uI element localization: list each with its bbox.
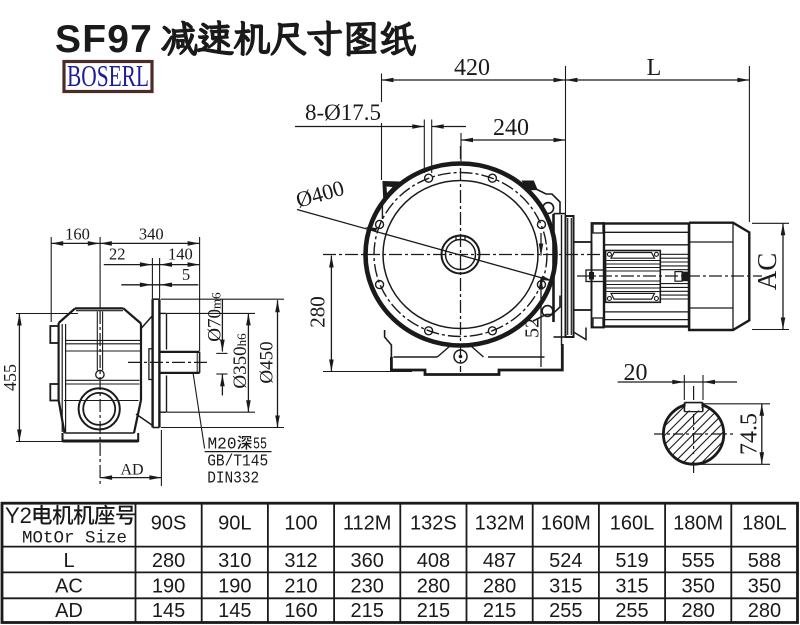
svg-text:8-Ø17.5: 8-Ø17.5 [305, 100, 381, 125]
svg-text:100: 100 [284, 513, 317, 535]
svg-text:280: 280 [152, 550, 185, 572]
svg-text:350: 350 [682, 576, 715, 598]
svg-text:DIN332: DIN332 [207, 469, 259, 488]
svg-text:215: 215 [351, 600, 384, 622]
svg-text:AC: AC [752, 253, 782, 291]
svg-text:MOtOr Size: MOtOr Size [22, 529, 127, 549]
svg-text:L: L [647, 55, 662, 81]
svg-text:55: 55 [253, 435, 267, 454]
svg-text:455: 455 [0, 364, 20, 391]
svg-text:215: 215 [417, 600, 450, 622]
svg-text:588: 588 [748, 550, 781, 572]
svg-text:180L: 180L [742, 513, 787, 535]
svg-text:280: 280 [748, 600, 781, 622]
svg-text:210: 210 [284, 576, 317, 598]
svg-text:180M: 180M [673, 513, 723, 535]
svg-text:112M: 112M [343, 513, 392, 535]
svg-text:420: 420 [454, 55, 490, 81]
svg-text:310: 310 [218, 550, 251, 572]
svg-text:Ø350h6: Ø350h6 [230, 333, 251, 389]
svg-text:315: 315 [615, 576, 648, 598]
svg-text:215: 215 [483, 600, 516, 622]
svg-text:280: 280 [417, 576, 450, 598]
svg-text:AD: AD [55, 600, 83, 622]
svg-text:145: 145 [218, 600, 251, 622]
svg-text:74.5: 74.5 [737, 413, 763, 455]
svg-text:BOSERL: BOSERL [67, 58, 149, 93]
svg-text:524: 524 [549, 550, 582, 572]
svg-text:L: L [63, 550, 74, 572]
svg-text:Ø400: Ø400 [293, 175, 347, 213]
svg-text:160L: 160L [610, 513, 655, 535]
svg-text:SF97: SF97 [55, 18, 153, 61]
svg-text:280: 280 [682, 600, 715, 622]
svg-text:Ø70m6: Ø70m6 [205, 292, 226, 342]
svg-text:340: 340 [139, 224, 164, 243]
svg-text:255: 255 [549, 600, 582, 622]
svg-text:555: 555 [682, 550, 715, 572]
svg-text:312: 312 [284, 550, 317, 572]
svg-text:240: 240 [493, 115, 529, 141]
svg-text:230: 230 [351, 576, 384, 598]
svg-text:145: 145 [152, 600, 185, 622]
svg-text:280: 280 [483, 576, 516, 598]
svg-text:22: 22 [109, 244, 126, 263]
svg-text:90S: 90S [151, 513, 187, 535]
svg-text:132S: 132S [410, 513, 457, 535]
svg-text:AD: AD [120, 462, 143, 479]
svg-text:487: 487 [483, 550, 516, 572]
svg-text:160: 160 [284, 600, 317, 622]
svg-text:52: 52 [522, 318, 544, 338]
svg-text:280: 280 [306, 296, 330, 328]
svg-text:GB/T145: GB/T145 [207, 452, 268, 471]
svg-text:Y2: Y2 [5, 503, 32, 528]
svg-text:315: 315 [549, 576, 582, 598]
svg-text:408: 408 [417, 550, 450, 572]
svg-text:160: 160 [65, 224, 90, 243]
svg-text:350: 350 [748, 576, 781, 598]
svg-text:360: 360 [351, 550, 384, 572]
svg-text:190: 190 [152, 576, 185, 598]
svg-text:160M: 160M [541, 513, 591, 535]
svg-text:Ø450: Ø450 [257, 341, 278, 383]
svg-text:90L: 90L [218, 513, 251, 535]
svg-text:255: 255 [615, 600, 648, 622]
svg-text:140: 140 [168, 244, 193, 263]
svg-text:M20: M20 [208, 435, 237, 454]
svg-text:5: 5 [182, 265, 190, 284]
svg-text:132M: 132M [475, 513, 525, 535]
svg-text:190: 190 [218, 576, 251, 598]
svg-text:519: 519 [615, 550, 648, 572]
svg-text:AC: AC [55, 576, 83, 598]
